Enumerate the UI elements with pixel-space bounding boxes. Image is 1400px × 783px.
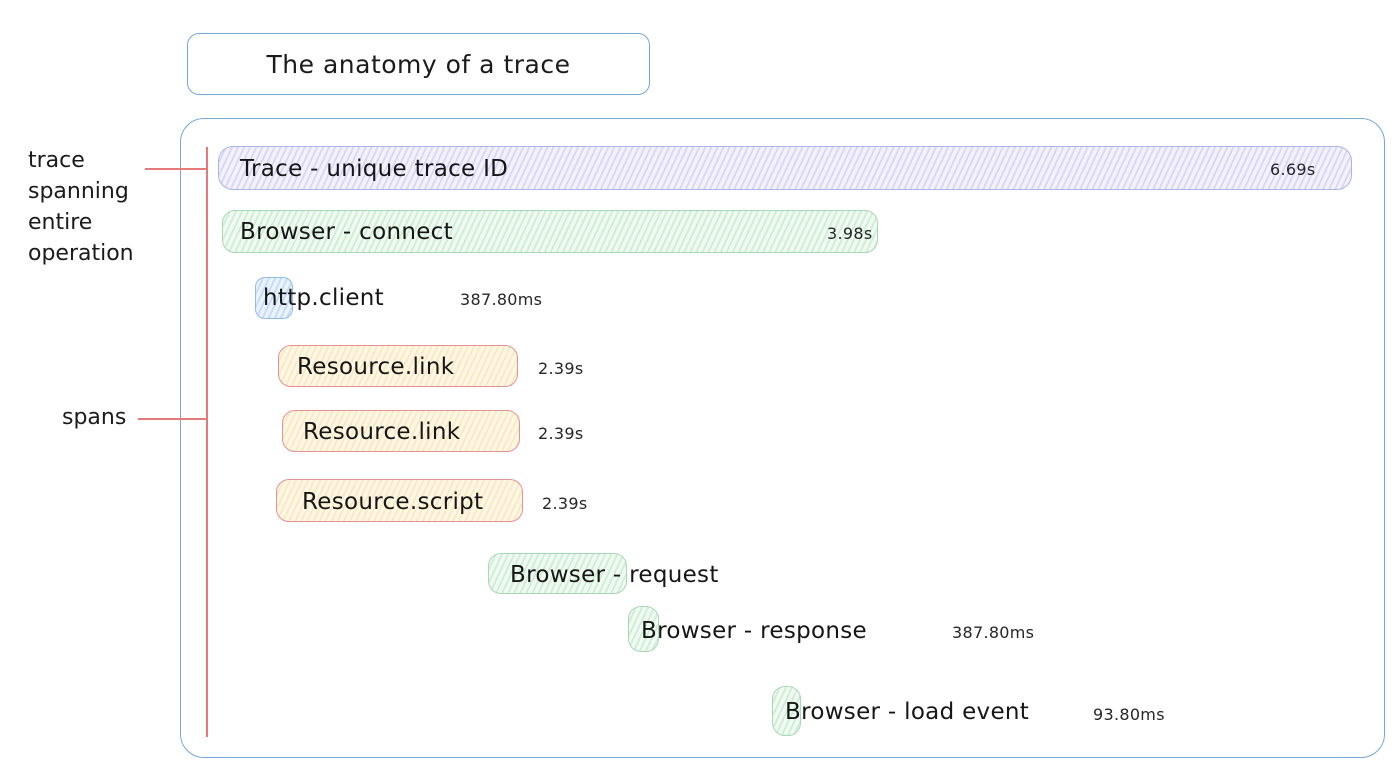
spans-annotation: spans	[62, 405, 127, 430]
diagram-title: The anatomy of a trace	[266, 49, 571, 79]
span-bar-http-client	[255, 277, 293, 319]
span-duration-resource-script: 2.39s	[542, 494, 588, 513]
spans-connector-line	[138, 418, 208, 420]
trace-bar-duration: 6.69s	[1270, 160, 1316, 179]
trace-annotation-line: spanning	[28, 179, 129, 204]
span-label-browser-connect: Browser - connect	[240, 219, 453, 245]
trace-container	[180, 118, 1385, 758]
trace-annotation: trace spanning entire operation	[28, 145, 134, 269]
trace-bar-label: Trace - unique trace ID	[240, 156, 509, 182]
span-bar-browser-connect	[222, 210, 878, 253]
trace-connector-line	[145, 168, 208, 170]
title-box: The anatomy of a trace	[187, 33, 650, 95]
span-label-browser-load-event: Browser - load event	[785, 699, 1030, 725]
span-label-browser-request: Browser - request	[510, 562, 719, 588]
span-bar-resource-link-2	[282, 410, 520, 452]
span-duration-http-client: 387.80ms	[460, 290, 543, 309]
span-duration-browser-response: 387.80ms	[952, 623, 1035, 642]
span-duration-resource-link-2: 2.39s	[538, 424, 584, 443]
span-label-resource-script: Resource.script	[302, 489, 484, 515]
trace-annotation-line: entire	[28, 210, 93, 235]
span-duration-browser-load-event: 93.80ms	[1093, 705, 1165, 724]
span-label-resource-link-1: Resource.link	[297, 354, 455, 380]
trace-bar	[218, 146, 1352, 190]
trace-annotation-line: trace	[28, 148, 85, 173]
span-label-http-client: http.client	[263, 285, 384, 311]
span-bar-browser-load-event	[772, 686, 801, 736]
spans-bracket-line	[206, 147, 208, 737]
span-label-browser-response: Browser - response	[641, 618, 867, 644]
span-bar-browser-response	[628, 606, 659, 652]
trace-annotation-line: operation	[28, 241, 134, 266]
span-bar-resource-link-1	[278, 345, 518, 387]
span-label-resource-link-2: Resource.link	[303, 419, 461, 445]
span-bar-browser-request	[488, 553, 627, 594]
span-bar-resource-script	[276, 479, 523, 522]
span-duration-browser-connect: 3.98s	[827, 224, 873, 243]
span-duration-resource-link-1: 2.39s	[538, 359, 584, 378]
